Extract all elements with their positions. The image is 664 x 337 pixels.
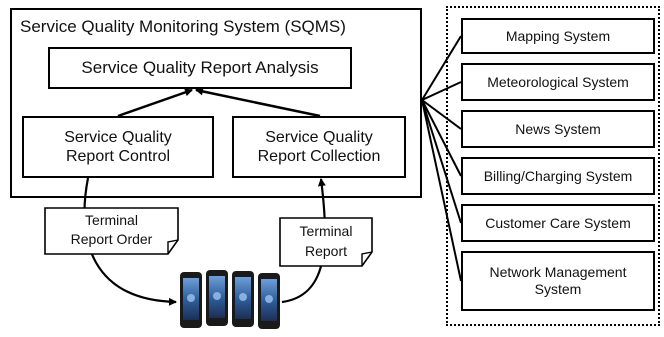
report-collection-box: Service Quality Report Collection [232, 116, 406, 178]
terminal-report-order-line1: Terminal [85, 212, 138, 228]
phone-2 [206, 270, 228, 326]
network-management-system-label: Network Management System [489, 264, 627, 297]
news-system-label: News System [515, 120, 601, 137]
sqms-title: Service Quality Monitoring System (SQMS) [20, 17, 346, 36]
phone-3 [232, 271, 254, 327]
network-management-system-box: Network Management System [461, 251, 655, 311]
phone-4 [258, 273, 280, 329]
mapping-system-box: Mapping System [461, 18, 655, 54]
meteorological-system-box: Meteorological System [461, 63, 655, 101]
terminal-report-order-line2: Report Order [70, 231, 153, 247]
news-system-box: News System [461, 110, 655, 148]
terminal-report-order-note [44, 207, 179, 255]
mapping-system-label: Mapping System [505, 27, 611, 44]
report-control-label-line2: Report Control [65, 148, 171, 165]
sqms-frame [10, 8, 422, 198]
billing-charging-system-label: Billing/Charging System [483, 167, 633, 184]
external-systems-frame [446, 6, 660, 326]
billing-charging-system-box: Billing/Charging System [461, 157, 655, 195]
external-links [421, 35, 462, 282]
control-to-analysis-arrow [117, 88, 193, 118]
terminal-report-line1: Terminal [299, 223, 353, 239]
terminal-report-order-label: Terminal Report Order [45, 211, 178, 249]
phone-1 [180, 272, 202, 328]
meteorological-system-label: Meteorological System [487, 73, 629, 90]
report-control-label-line1: Service Quality [64, 128, 172, 146]
customer-care-system-label: Customer Care System [485, 214, 631, 231]
report-collection-label-line1: Service Quality [265, 128, 373, 146]
customer-care-system-box: Customer Care System [461, 204, 655, 242]
report-collection-label-line2: Report Collection [257, 148, 381, 165]
report-control-box: Service Quality Report Control [22, 116, 214, 178]
terminal-report-note [279, 217, 373, 267]
terminal-report-label: Terminal Report [280, 221, 372, 261]
report-analysis-box: Service Quality Report Analysis [48, 47, 352, 89]
smartphone-icon [180, 270, 280, 329]
order-to-terminal-arrow [83, 177, 177, 306]
terminal-report-line2: Report [304, 243, 348, 259]
collection-to-analysis-arrow [195, 87, 321, 118]
report-analysis-label: Service Quality Report Analysis [81, 57, 319, 77]
